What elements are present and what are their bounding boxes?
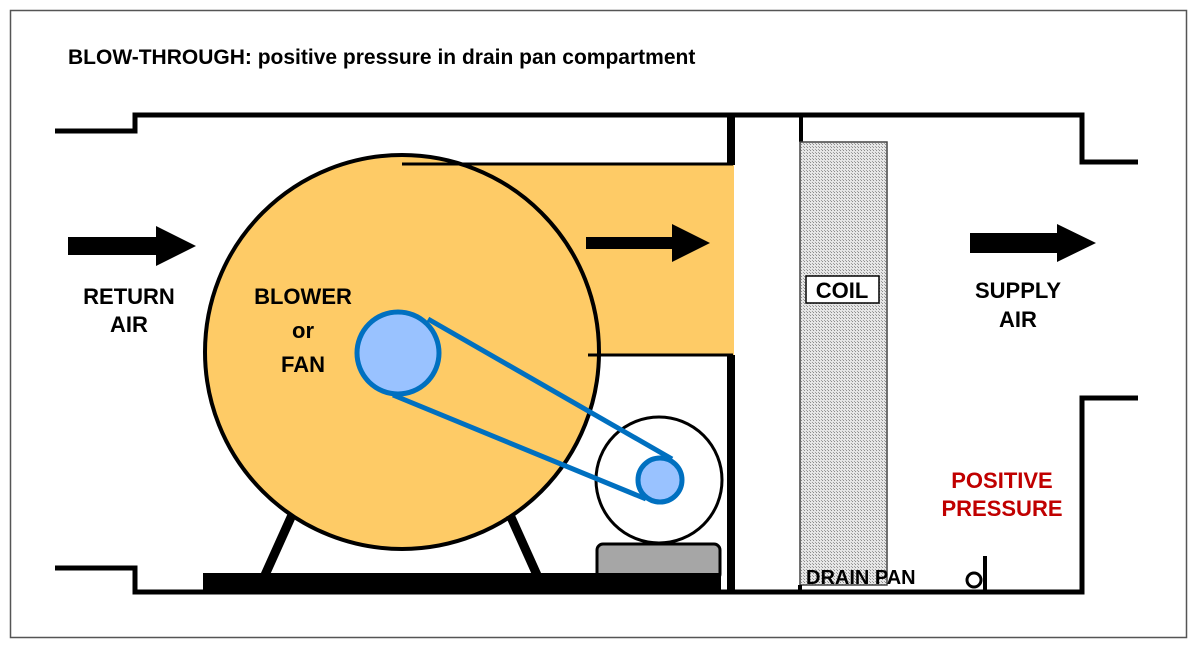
coil-label: COIL: [816, 278, 869, 303]
drain-outlet-icon: [965, 571, 983, 589]
return-air-label-line2: AIR: [110, 312, 148, 337]
blower-leg-right: [505, 513, 542, 577]
cooling-coil: [799, 141, 888, 586]
drain-pan-label: DRAIN PAN: [806, 567, 916, 589]
fan-pulley: [354, 309, 442, 397]
discharge-arrow-icon: [586, 224, 710, 262]
belt-upper: [426, 316, 674, 462]
blower-label-line2: or: [292, 318, 314, 343]
positive-pressure-label-line1: POSITIVE: [951, 468, 1052, 493]
equipment-base-plate: [203, 573, 721, 592]
supply-air-arrow-icon: [970, 224, 1096, 262]
return-air-arrow-icon: [68, 226, 196, 266]
supply-air-label-line1: SUPPLY: [975, 278, 1061, 303]
drain-pan: [798, 585, 985, 594]
motor-base-plate: [597, 573, 721, 592]
coil-label-box: [805, 275, 880, 304]
return-air-label-line1: RETURN: [83, 284, 175, 309]
supply-air-label-line2: AIR: [999, 307, 1037, 332]
duct-top-wall: [55, 112, 1138, 165]
positive-pressure-label-line2: PRESSURE: [941, 496, 1062, 521]
blower-label-line1: BLOWER: [254, 284, 352, 309]
belt-lower: [392, 392, 647, 502]
blower-label-line3: FAN: [281, 352, 325, 377]
blower-leg-left: [260, 513, 297, 577]
diagram-title: BLOW-THROUGH: positive pressure in drain…: [68, 46, 695, 69]
motor-pulley: [635, 455, 685, 505]
